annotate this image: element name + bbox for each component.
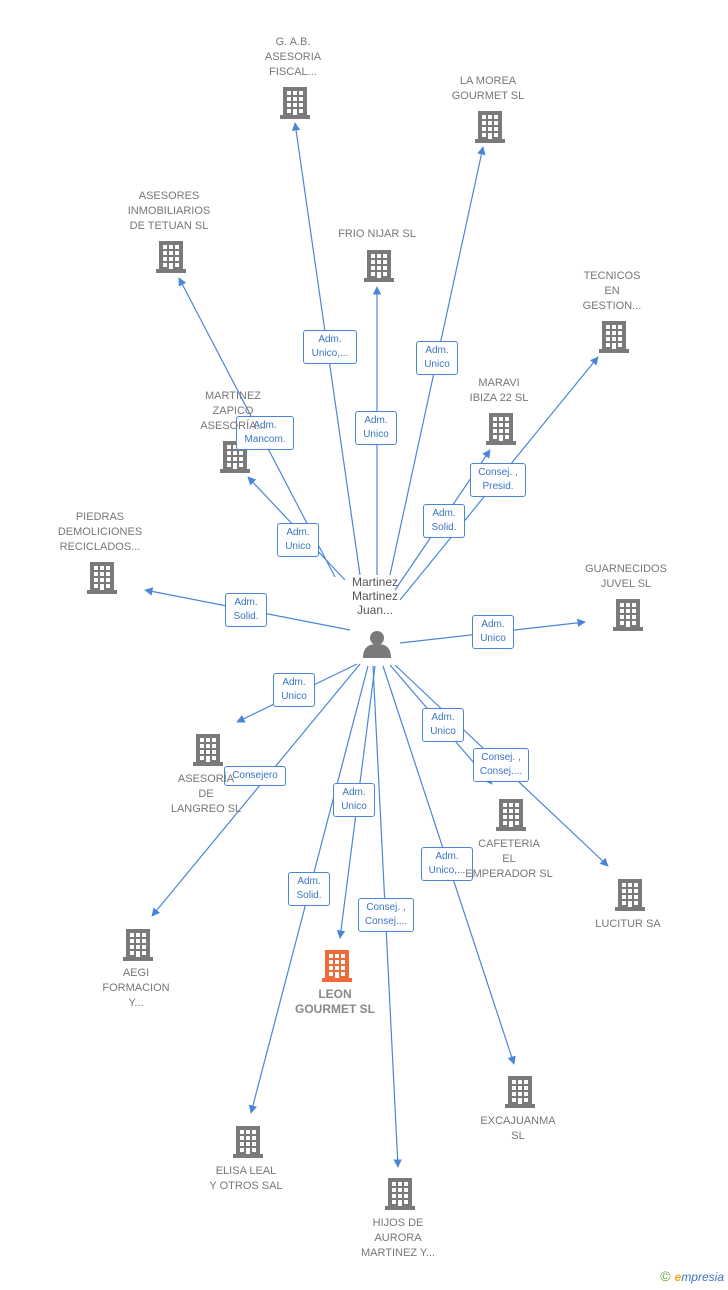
edge-role-label[interactable]: Adm. Solid. [225, 593, 267, 627]
company-label-lucitur[interactable]: LUCITUR SA [595, 918, 661, 930]
brand-name: mpresia [681, 1270, 724, 1284]
building-icon[interactable] [486, 413, 516, 445]
center-person-label[interactable]: Martinez Martinez Juan... [351, 575, 398, 617]
edge-role-label[interactable]: Consej. , Consej.... [358, 898, 414, 932]
edge-role-label[interactable]: Adm. Unico [416, 341, 458, 375]
building-icon[interactable] [475, 111, 505, 143]
company-label-excajuanma[interactable]: EXCAJUANMA SL [480, 1115, 556, 1142]
building-icon[interactable] [599, 321, 629, 353]
building-icon[interactable] [156, 241, 186, 273]
edge-role-label[interactable]: Adm. Solid. [288, 872, 330, 906]
company-label-piedras[interactable]: PIEDRAS DEMOLICIONES RECICLADOS... [57, 511, 143, 553]
building-icon[interactable] [233, 1126, 263, 1158]
company-label-gab[interactable]: G. A.B. ASESORIA FISCAL... [264, 36, 322, 78]
edge-role-label[interactable]: Adm. Solid. [423, 504, 465, 538]
copyright-symbol: © [660, 1268, 671, 1284]
building-icon[interactable] [385, 1178, 415, 1210]
edge-role-label[interactable]: Adm. Unico [273, 673, 315, 707]
company-label-hijos[interactable]: HIJOS DE AURORA MARTINEZ Y... [361, 1217, 435, 1259]
building-icon[interactable] [613, 599, 643, 631]
building-icon[interactable] [505, 1076, 535, 1108]
building-icon[interactable] [87, 562, 117, 594]
building-icon[interactable] [615, 879, 645, 911]
building-icon[interactable] [123, 929, 153, 961]
edge-role-label[interactable]: Consejero [224, 766, 286, 786]
building-icon[interactable] [280, 87, 310, 119]
company-label-lamorea[interactable]: LA MOREA GOURMET SL [451, 75, 525, 102]
edge-role-label[interactable]: Adm. Unico [422, 708, 464, 742]
building-icon[interactable] [364, 250, 394, 282]
company-label-tecnicos[interactable]: TECNICOS EN GESTION... [582, 270, 642, 312]
edge-role-label[interactable]: Adm. Unico [333, 783, 375, 817]
edge-line-aegi [151, 663, 361, 917]
edge-role-label[interactable]: Adm. Unico,... [303, 330, 357, 364]
company-label-martinez[interactable]: MARTINEZ ZAPICO ASESORÍA... [200, 390, 266, 432]
edge-role-label[interactable]: Adm. Unico [277, 523, 319, 557]
building-icon[interactable] [193, 734, 223, 766]
edge-role-label[interactable]: Adm. Unico [472, 615, 514, 649]
person-icon[interactable] [363, 631, 391, 658]
company-label-cafeteria[interactable]: CAFETERIA EL EMPERADOR SL [465, 838, 553, 880]
company-label-elisa[interactable]: ELISA LEAL Y OTROS SAL [209, 1165, 283, 1192]
company-label-leon[interactable]: LEON GOURMET SL [295, 987, 375, 1016]
brand-initial: e [674, 1270, 682, 1284]
company-label-asesoria-langreo[interactable]: ASESORÍA DE LANGREO SL [170, 773, 242, 815]
company-label-frionijar[interactable]: FRIO NIJAR SL [338, 228, 416, 240]
building-icon[interactable] [322, 950, 352, 982]
company-label-guarnecidos[interactable]: GUARNECIDOS JUVEL SL [585, 563, 667, 590]
edge-role-label[interactable]: Adm. Unico [355, 411, 397, 445]
company-label-asesores[interactable]: ASESORES INMOBILIARIOS DE TETUAN SL [127, 190, 211, 232]
company-label-maravi[interactable]: MARAVI IBIZA 22 SL [469, 377, 529, 404]
building-icon[interactable] [496, 799, 526, 831]
edge-role-label[interactable]: Consej. , Consej.... [473, 748, 529, 782]
edge-role-label[interactable]: Adm. Unico,... [421, 847, 473, 881]
edge-role-label[interactable]: Adm. Mancom. [236, 416, 294, 450]
company-label-aegi[interactable]: AEGI FORMACION Y... [102, 967, 170, 1009]
edge-role-label[interactable]: Consej. , Presid. [470, 463, 526, 497]
empresia-logo: ©empresia [660, 1268, 724, 1284]
